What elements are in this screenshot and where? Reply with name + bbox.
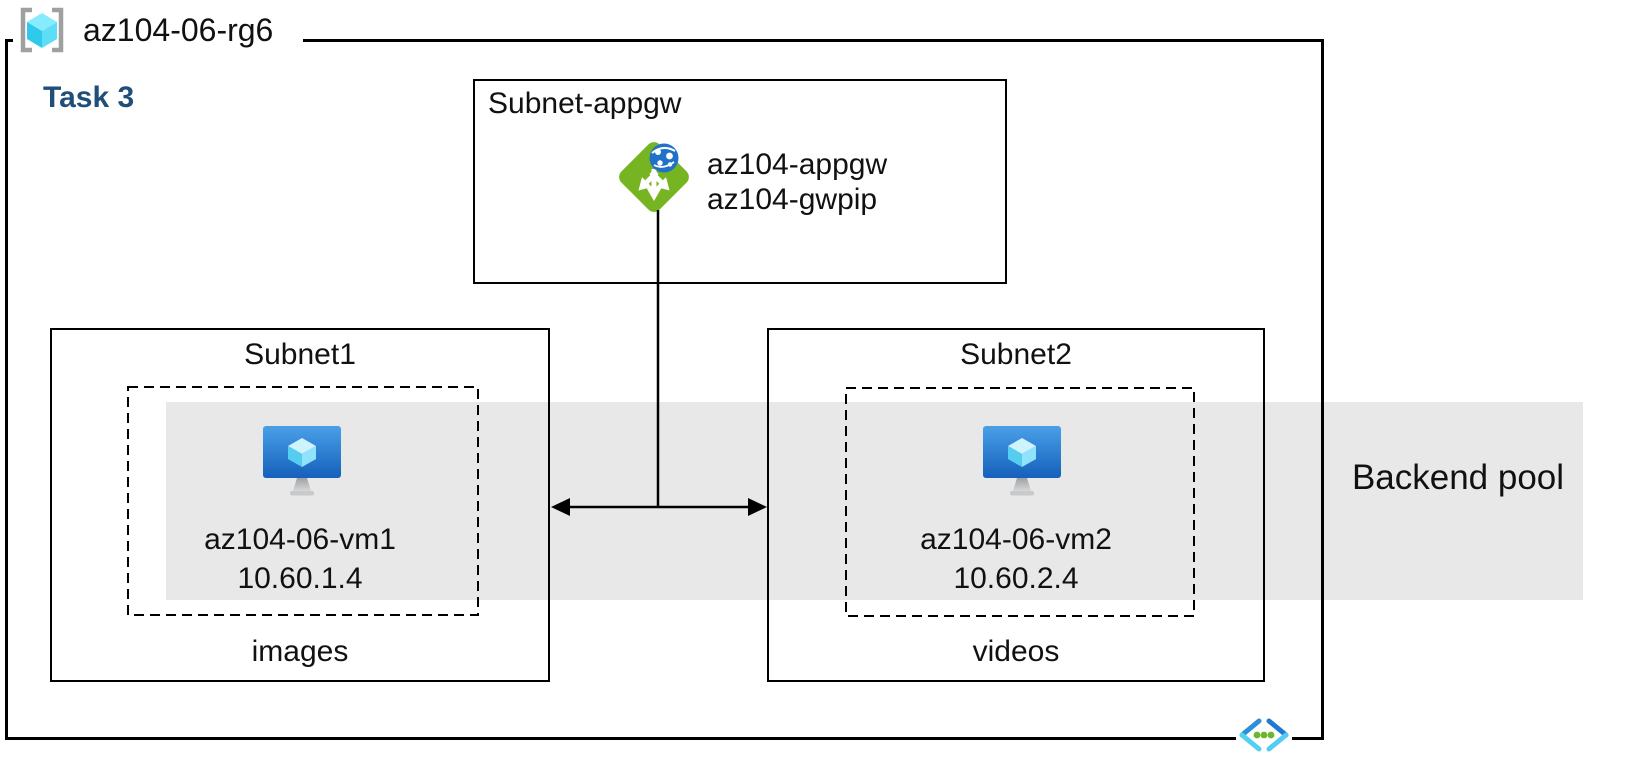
backend-pool-band bbox=[166, 402, 1583, 600]
vm1-ip: 10.60.1.4 bbox=[237, 562, 363, 595]
virtual-network-icon bbox=[1236, 714, 1292, 758]
gateway-pip: az104-gwpip bbox=[707, 183, 878, 216]
backend-pool-label: Backend pool bbox=[1351, 458, 1565, 497]
subnet1-title: Subnet1 bbox=[244, 338, 356, 371]
virtual-machine-icon bbox=[262, 426, 342, 498]
vm2-name: az104-06-vm2 bbox=[920, 523, 1112, 556]
resource-group-icon bbox=[17, 7, 67, 53]
resource-group-name: az104-06-rg6 bbox=[83, 11, 274, 48]
vm2-ip: 10.60.2.4 bbox=[953, 562, 1079, 595]
subnet1-box: Subnet1 bbox=[50, 328, 550, 682]
subnet1-dashed-group bbox=[127, 386, 479, 616]
subnet1-caption: images bbox=[251, 635, 349, 668]
vm1-name: az104-06-vm1 bbox=[204, 523, 396, 556]
vm1-labels: az104-06-vm1 10.60.1.4 bbox=[52, 520, 548, 598]
vm2-labels: az104-06-vm2 10.60.2.4 bbox=[769, 520, 1263, 598]
task-heading: Task 3 bbox=[43, 81, 135, 114]
virtual-machine-icon bbox=[982, 426, 1062, 498]
subnet-appgw-title: Subnet-appgw bbox=[488, 87, 682, 120]
gateway-name: az104-appgw bbox=[707, 148, 888, 181]
subnet2-title: Subnet2 bbox=[960, 338, 1072, 371]
subnet2-box: Subnet2 bbox=[767, 328, 1265, 682]
resource-group-label: az104-06-rg6 bbox=[13, 4, 304, 56]
application-gateway-icon bbox=[612, 133, 696, 217]
subnet-appgw-box: Subnet-appgw bbox=[473, 79, 1007, 284]
subnet2-caption: videos bbox=[972, 635, 1060, 668]
resource-group-box bbox=[5, 39, 1324, 740]
gateway-labels: az104-appgw az104-gwpip bbox=[707, 147, 887, 217]
